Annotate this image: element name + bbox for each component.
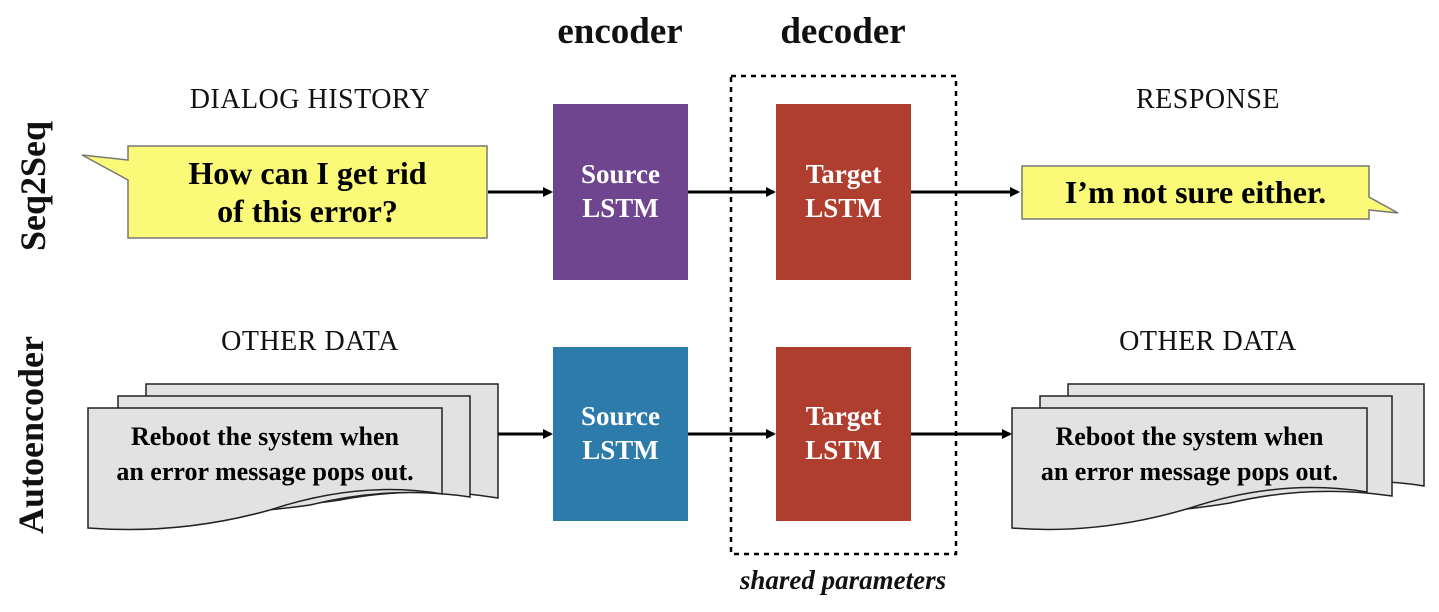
dialog-history-text: How can I get rid of this error? <box>128 146 487 238</box>
dialog-history-caption: DIALOG HISTORY <box>189 84 431 115</box>
bottom-target-line1: Target <box>805 401 882 432</box>
top-source-line1: Source <box>581 159 660 190</box>
top-target-lstm-label: Target LSTM <box>776 104 911 280</box>
other-data-document-stack-left <box>87 383 499 531</box>
shared-parameters-label: shared parameters <box>739 565 947 595</box>
row-label-seq2seq: Seq2Seq <box>13 120 53 252</box>
top-source-lstm-label: Source LSTM <box>553 104 688 280</box>
top-target-line2: LSTM <box>805 193 882 223</box>
top-source-lstm-box <box>553 104 688 280</box>
top-source-line2: LSTM <box>582 193 659 223</box>
response-caption: RESPONSE <box>1135 84 1281 115</box>
other-data-left-line2: an error message pops out. <box>116 457 414 486</box>
bottom-target-line2: LSTM <box>805 435 882 465</box>
other-data-left-line1: Reboot the system when <box>131 421 399 451</box>
response-text: I’m not sure either. <box>1022 166 1369 219</box>
response-bubble <box>1021 165 1399 220</box>
bottom-target-lstm-label: Target LSTM <box>776 347 911 521</box>
bottom-source-line1: Source <box>581 401 660 432</box>
bottom-target-lstm-box <box>776 347 911 521</box>
shared-parameters-frame <box>729 74 958 556</box>
bottom-source-lstm-box <box>553 347 688 521</box>
other-data-right-line2: an error message pops out. <box>1040 457 1339 486</box>
decoder-header: decoder <box>780 11 906 52</box>
top-target-line1: Target <box>805 159 882 190</box>
dialog-history-line1: How can I get rid <box>188 154 427 191</box>
other-data-text-left: Reboot the system when an error message … <box>88 416 442 492</box>
other-data-caption-right: OTHER DATA <box>1119 326 1297 357</box>
other-data-document-stack-right <box>1011 383 1425 531</box>
response-line: I’m not sure either. <box>1064 174 1327 210</box>
top-target-lstm-box <box>776 104 911 280</box>
other-data-text-right: Reboot the system when an error message … <box>1012 416 1367 492</box>
dialog-history-bubble <box>81 145 488 239</box>
bottom-source-lstm-label: Source LSTM <box>553 347 688 521</box>
row-label-autoencoder: Autoencoder <box>11 336 51 534</box>
other-data-caption-left: OTHER DATA <box>221 326 399 357</box>
other-data-right-line1: Reboot the system when <box>1055 421 1324 451</box>
dialog-history-line2: of this error? <box>217 193 398 229</box>
encoder-header: encoder <box>557 11 683 52</box>
bottom-source-line2: LSTM <box>582 435 659 465</box>
